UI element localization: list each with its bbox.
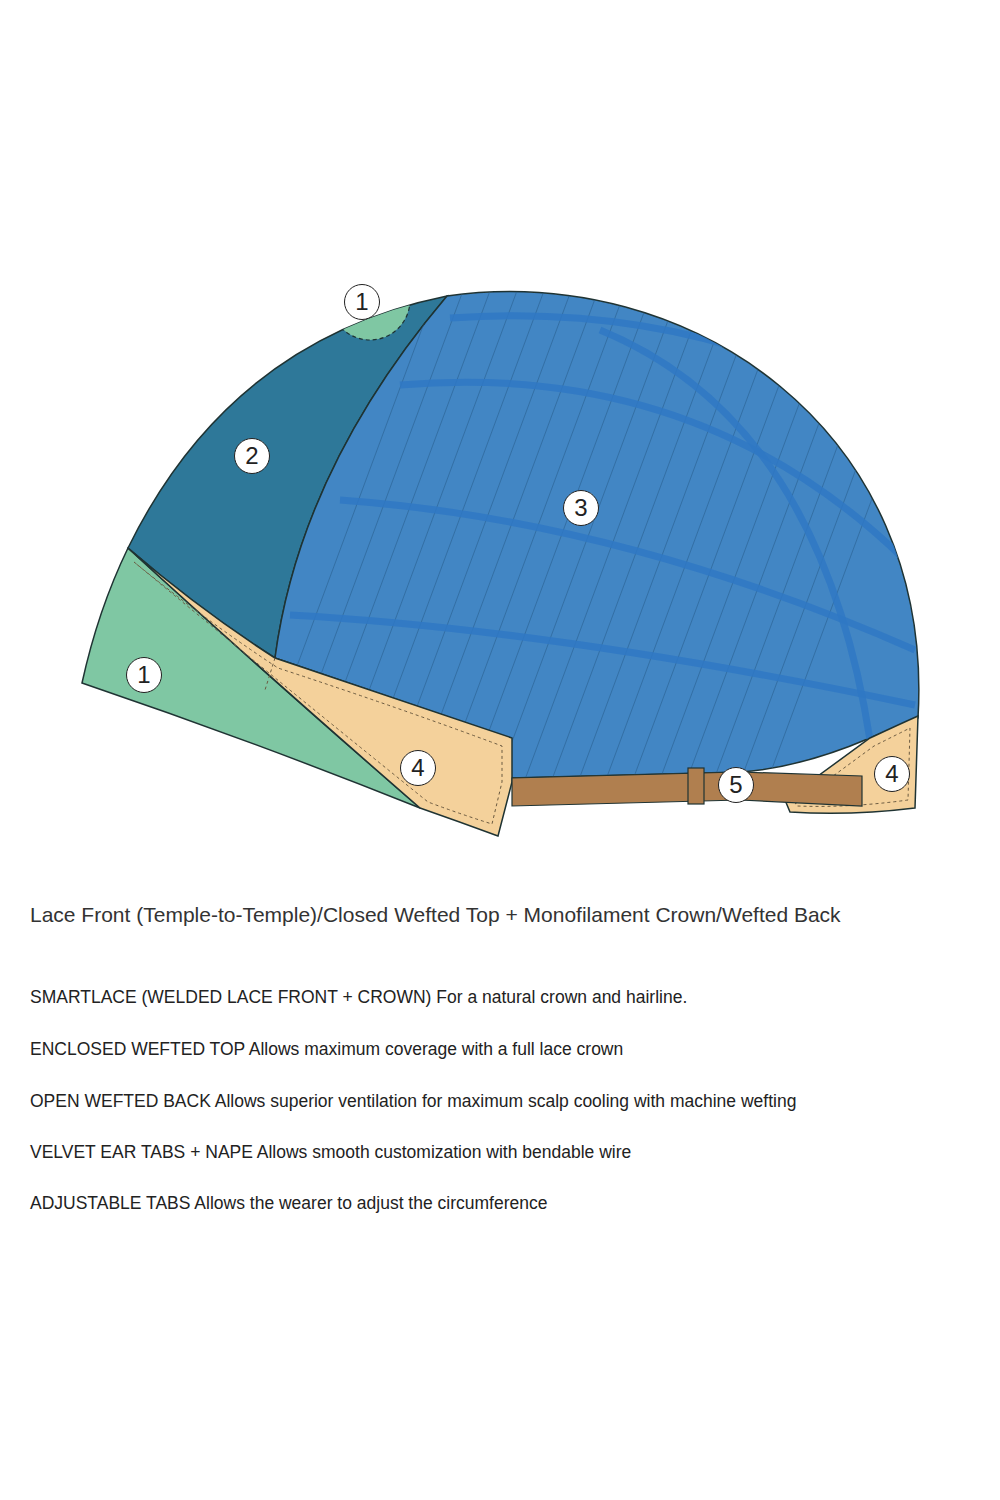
weft-line xyxy=(618,280,818,820)
crown-lace xyxy=(330,260,410,340)
callout-number: 1 xyxy=(344,284,380,320)
feature-note: VELVET EAR TABS + NAPE Allows smooth cus… xyxy=(30,1142,631,1163)
callout-number: 5 xyxy=(718,767,754,803)
callout-number: 2 xyxy=(234,438,270,474)
weft-band xyxy=(290,615,915,705)
stitching xyxy=(265,658,275,690)
weft-band xyxy=(600,330,870,740)
weft-line xyxy=(483,280,683,820)
weft-line xyxy=(672,280,872,820)
adjustable-strap xyxy=(512,772,862,806)
feature-note: ADJUSTABLE TABS Allows the wearer to adj… xyxy=(30,1193,547,1214)
callout-number: 4 xyxy=(400,750,436,786)
feature-note: SMARTLACE (WELDED LACE FRONT + CROWN) Fo… xyxy=(30,987,687,1008)
callout-number: 4 xyxy=(874,756,910,792)
feature-note: OPEN WEFTED BACK Allows superior ventila… xyxy=(30,1091,796,1112)
feature-note: ENCLOSED WEFTED TOP Allows maximum cover… xyxy=(30,1039,623,1060)
caption: Lace Front (Temple-to-Temple)/Closed Wef… xyxy=(30,902,841,927)
callout-number: 1 xyxy=(126,657,162,693)
weft-line xyxy=(753,280,953,820)
stitching xyxy=(134,562,502,824)
callout-number: 3 xyxy=(563,490,599,526)
weft-band xyxy=(400,382,905,560)
strap-buckle xyxy=(688,768,704,804)
ear-tab xyxy=(128,548,512,836)
weft-line xyxy=(726,280,926,820)
weft-line xyxy=(510,280,710,820)
